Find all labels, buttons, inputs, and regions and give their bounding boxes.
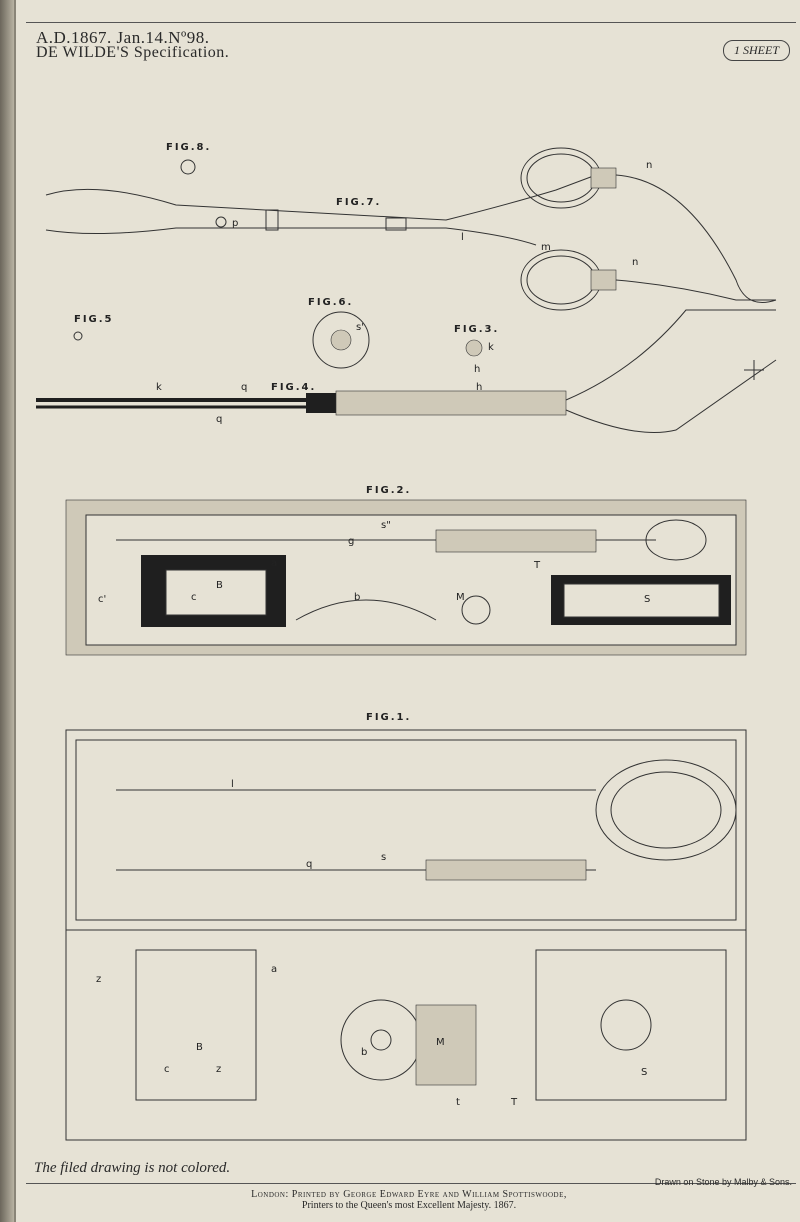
label-g-fig2: g: [348, 536, 354, 547]
label-q-lower: q: [216, 414, 222, 425]
lower-coil-terminal: [590, 269, 617, 291]
fig-7-label: FIG.7.: [336, 197, 381, 208]
fig-1-lid: [65, 729, 747, 931]
label-b-fig1: b: [361, 1047, 367, 1058]
fig-1-battery: [135, 949, 257, 1101]
fig-7-clip: [385, 217, 407, 231]
lithographer-credit: Drawn on Stone by Malby & Sons.: [654, 1177, 792, 1187]
label-s-fig1: s: [381, 852, 386, 863]
label-k-fig3: k: [488, 342, 494, 353]
label-T-fig1: T: [510, 1097, 518, 1108]
lower-lead-wire: [615, 279, 776, 301]
fig-1-dial-hub: [370, 1029, 392, 1051]
fig-6-disc: [312, 311, 370, 369]
label-z-fig1: z: [216, 1064, 221, 1075]
fig-7-upper-arm: [45, 174, 597, 221]
fig-2-spare-inner: [563, 583, 720, 618]
title-block: A.D.1867. Jan.14.Nº98. DE WILDE'S Specif…: [36, 28, 230, 61]
label-t-fig1: t: [456, 1097, 460, 1108]
fig-2-battery-cell: [165, 569, 267, 616]
label-c-fig1: c: [164, 1064, 170, 1075]
fig-2-wire-coil: [645, 519, 707, 561]
fig-2-magnet: [461, 595, 491, 625]
label-l-fig1: l: [231, 779, 234, 790]
fig-5-label: FIG.5: [74, 314, 114, 325]
label-n-lower: n: [632, 257, 638, 268]
label-s-prime-fig6: s': [356, 322, 364, 333]
label-m: m: [541, 242, 551, 253]
label-q-upper: q: [241, 382, 247, 393]
label-M-fig1: M: [436, 1037, 445, 1048]
printer-line-1: London: Printed by George Edward Eyre an…: [251, 1189, 567, 1200]
fig-1-magnet: [415, 1004, 477, 1086]
title-date-number: A.D.1867. Jan.14.Nº98.: [36, 28, 210, 47]
label-h-fig3: h: [474, 364, 480, 375]
fig-3-label: FIG.3.: [454, 324, 499, 335]
fig-6-label: FIG.6.: [308, 297, 353, 308]
fig-1-base: [65, 929, 747, 1141]
fig-8-label: FIG.8.: [166, 142, 211, 153]
top-rule: [26, 22, 796, 23]
label-q-fig1: q: [306, 859, 312, 870]
fig-1-dial: [340, 999, 422, 1081]
label-a-fig2: a: [271, 558, 277, 569]
label-B-fig2: B: [216, 580, 223, 591]
binding-edge: [0, 0, 14, 1222]
label-n-upper: n: [646, 160, 652, 171]
fig-3-knob: [465, 339, 483, 357]
fig-7-screw: [215, 216, 227, 228]
label-k-fig4: k: [156, 382, 162, 393]
technical-drawing: FIG.8. FIG.7. p n n m l FIG.6. s' FIG.5 …: [36, 142, 777, 1141]
fig-1-coil: [425, 859, 587, 881]
label-b-fig2: b: [354, 592, 360, 603]
fig-7-clamp: [265, 209, 279, 231]
fig-4-lead-lower: [565, 359, 777, 433]
label-M-fig2: M: [456, 592, 465, 603]
fig-4-coil: [335, 390, 567, 416]
label-T-fig2: T: [533, 560, 541, 571]
fig-2-dial: [295, 599, 437, 621]
printer-imprint: London: Printed by George Edward Eyre an…: [16, 1189, 800, 1211]
upper-coil-terminal: [590, 167, 617, 189]
fig-1-lid-inner: [75, 739, 737, 921]
fig-4-label: FIG.4.: [271, 382, 316, 393]
patent-sheet: A.D.1867. Jan.14.Nº98. DE WILDE'S Specif…: [14, 0, 800, 1222]
bottom-rule: [26, 1183, 796, 1184]
fig-1-compartment: [535, 949, 727, 1101]
fig-6-hub: [330, 329, 352, 351]
title-specification: DE WILDE'S Specification.: [36, 44, 230, 61]
upper-coil-inner: [526, 153, 596, 203]
fig-1-compartment-ring: [600, 999, 652, 1051]
fig-4-collar: [306, 393, 336, 413]
label-c-prime-fig2: c': [98, 594, 106, 605]
label-S-fig1: S: [641, 1067, 647, 1078]
fig-4-lead-upper: [565, 309, 776, 401]
fig-2-label: FIG.2.: [366, 485, 411, 496]
fig-1-wire-coil-inner: [610, 771, 722, 849]
label-h-fig4: h: [476, 382, 482, 393]
label-l: l: [461, 232, 464, 243]
lower-coil-inner: [526, 255, 596, 305]
lower-coil: [520, 249, 602, 311]
fig-1-label: FIG.1.: [366, 712, 411, 723]
fig-5-ring: [73, 331, 83, 341]
label-s-double-prime: s": [381, 520, 391, 531]
filed-drawing-note: The filed drawing is not colored.: [34, 1160, 231, 1176]
label-B-fig1: B: [196, 1042, 203, 1053]
label-S-fig2: S: [644, 594, 650, 605]
fig-2-coil: [435, 529, 597, 553]
sheet-badge: 1 SHEET: [723, 40, 790, 61]
fig-1-wire-coil: [595, 759, 737, 861]
fig-7-lower-arm: [45, 227, 537, 246]
printer-line-2: Printers to the Queen's most Excellent M…: [301, 1200, 517, 1211]
upper-lead-wire: [615, 174, 777, 303]
label-p: p: [232, 218, 238, 229]
label-z-left: z: [96, 974, 101, 985]
label-c-fig2: c: [191, 592, 197, 603]
label-a-fig1: a: [271, 964, 277, 975]
fig-8-knob: [180, 159, 196, 175]
